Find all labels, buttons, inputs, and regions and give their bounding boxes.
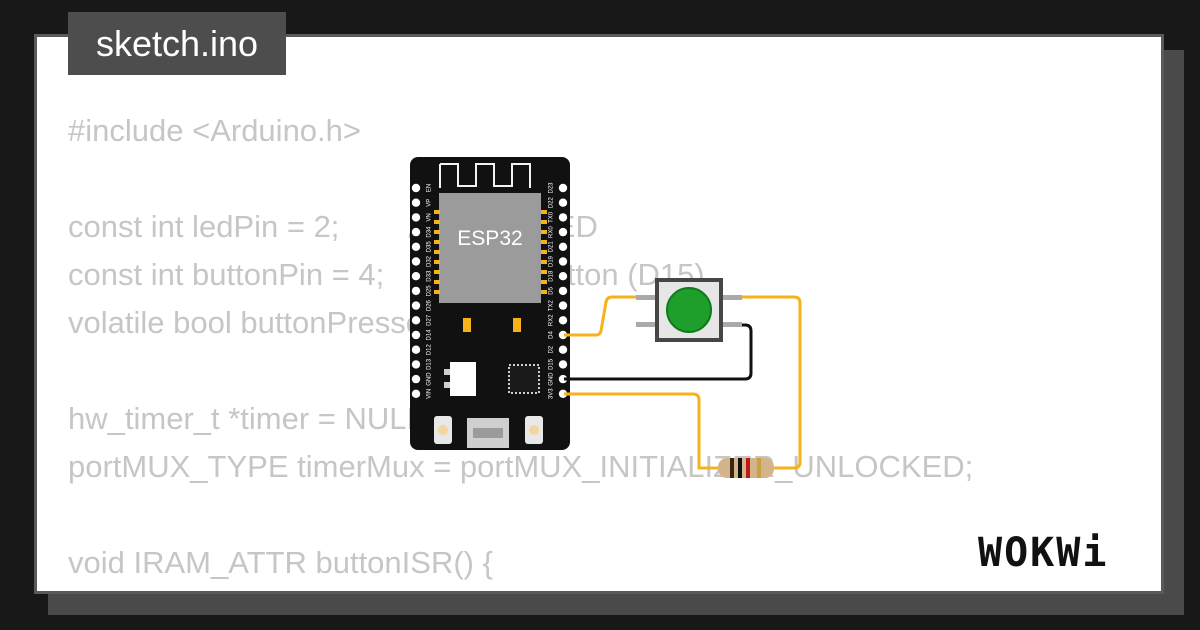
pin-label: RX0: [549, 226, 555, 238]
wire-d4-to-button: [564, 295, 640, 337]
pin-label: D4: [549, 331, 555, 339]
pin-hole[interactable]: [558, 257, 568, 266]
pin-column-right: [558, 183, 568, 398]
pin-hole[interactable]: [558, 330, 568, 340]
pin-hole[interactable]: [558, 389, 568, 398]
code-preview: #include <Arduino.h> const int ledPin = …: [68, 113, 974, 580]
pin-label: EN: [427, 184, 433, 192]
pin-hole[interactable]: [558, 286, 568, 296]
usb-chip: [508, 364, 540, 394]
wire-button-to-resistor: [724, 295, 802, 470]
pin-label: D5: [549, 286, 555, 294]
pin-label: 3V3: [549, 388, 555, 399]
pin-hole[interactable]: [558, 374, 568, 384]
pin-hole[interactable]: [558, 301, 568, 310]
pin-label: RX2: [549, 314, 555, 326]
pin-hole[interactable]: [558, 242, 568, 251]
module-pads-right: [541, 210, 547, 294]
pin-hole[interactable]: [411, 272, 421, 281]
resistor[interactable]: [718, 458, 774, 478]
pin-label: D14: [427, 329, 433, 341]
pin-label: D22: [549, 197, 555, 209]
pin-hole[interactable]: [411, 345, 421, 354]
wire-3v3-to-resistor: [564, 392, 720, 470]
pin-hole[interactable]: [558, 227, 568, 237]
pin-hole[interactable]: [558, 345, 568, 354]
pin-hole[interactable]: [411, 330, 421, 340]
pin-label: D32: [427, 255, 433, 267]
pin-hole[interactable]: [411, 213, 421, 222]
pin-label: D25: [427, 285, 433, 297]
pin-label: D13: [427, 358, 433, 370]
code-preview-card: #include <Arduino.h> const int ledPin = …: [34, 34, 1164, 594]
pin-hole[interactable]: [411, 242, 421, 251]
module-pads-left: [434, 210, 440, 294]
chip-label: ESP32: [457, 227, 522, 250]
pin-label: D2: [549, 345, 555, 353]
pin-label: D27: [427, 314, 433, 326]
pin-hole[interactable]: [411, 198, 421, 207]
pin-hole[interactable]: [558, 360, 568, 369]
pin-hole[interactable]: [411, 389, 421, 398]
pin-label: D21: [549, 241, 555, 253]
pin-label: GND: [549, 372, 555, 386]
pin-hole[interactable]: [411, 183, 421, 193]
pin-label: D15: [549, 358, 555, 370]
pin-column-left: [411, 183, 421, 398]
pin-label: D12: [427, 344, 433, 356]
voltage-regulator: [450, 362, 476, 396]
pin-label: D23: [549, 182, 555, 194]
pin-hole[interactable]: [411, 227, 421, 237]
antenna-trace: [439, 163, 531, 188]
pin-label: VN: [427, 213, 433, 221]
pin-label: D26: [427, 299, 433, 311]
wire-gnd-to-button: [564, 323, 753, 381]
pin-label: TX2: [549, 299, 555, 311]
pin-hole[interactable]: [411, 257, 421, 266]
pin-label: D33: [427, 270, 433, 282]
pin-label: D34: [427, 226, 433, 238]
pin-label: D18: [549, 270, 555, 282]
pin-hole[interactable]: [558, 198, 568, 207]
pin-hole[interactable]: [411, 374, 421, 384]
pin-hole[interactable]: [558, 316, 568, 325]
pin-hole[interactable]: [411, 360, 421, 369]
button-cap: [666, 287, 712, 333]
push-button[interactable]: [636, 278, 742, 342]
pin-label: TX0: [549, 211, 555, 223]
pin-hole[interactable]: [558, 213, 568, 222]
pin-hole[interactable]: [558, 272, 568, 281]
pin-label: VIN: [427, 389, 433, 399]
pin-label: GND: [427, 372, 433, 386]
pin-hole[interactable]: [411, 286, 421, 296]
wokwi-logo: WOKWi: [978, 530, 1108, 576]
pin-label: D19: [549, 255, 555, 267]
pin-label: VP: [427, 199, 433, 207]
pin-hole[interactable]: [558, 183, 568, 193]
pin-label: D35: [427, 241, 433, 253]
esp32-module: [439, 193, 541, 303]
file-tab-sketch[interactable]: sketch.ino: [68, 12, 286, 75]
pin-hole[interactable]: [411, 301, 421, 310]
svg-text:WOKWi: WOKWi: [978, 530, 1108, 576]
esp32-board[interactable]: ESP32 ENVPVND34D35D32D33D25D26D27D14D12D…: [410, 157, 570, 450]
pin-hole[interactable]: [411, 316, 421, 325]
